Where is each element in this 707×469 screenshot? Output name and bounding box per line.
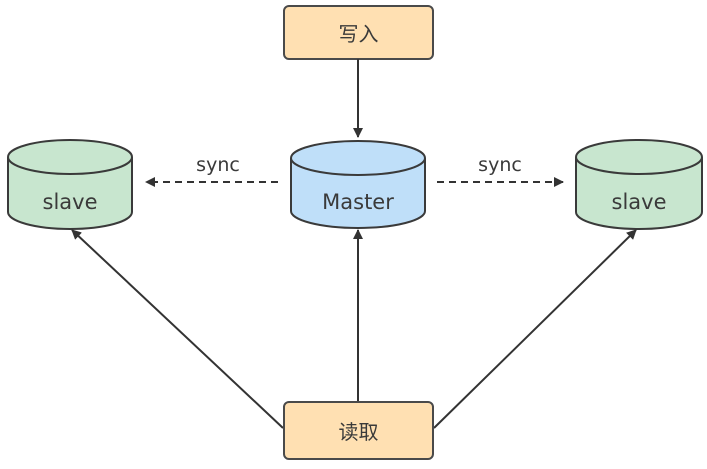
- master-db-label: Master: [322, 190, 394, 214]
- slave-left-db-node: slave: [7, 139, 133, 230]
- write-node-label: 写入: [339, 22, 379, 46]
- master-db-node: Master: [290, 140, 426, 229]
- edge-read-to-slave-left: [71, 229, 284, 429]
- sync-left-label: sync: [196, 154, 240, 176]
- read-node: 读取: [283, 401, 434, 460]
- write-node: 写入: [283, 5, 434, 60]
- slave-left-db-label: slave: [43, 190, 98, 214]
- slave-right-db-node: slave: [575, 139, 703, 230]
- edge-read-to-slave-right: [433, 229, 637, 429]
- slave-right-db-label: slave: [612, 190, 667, 214]
- read-node-label: 读取: [339, 420, 379, 444]
- sync-right-label: sync: [478, 154, 522, 176]
